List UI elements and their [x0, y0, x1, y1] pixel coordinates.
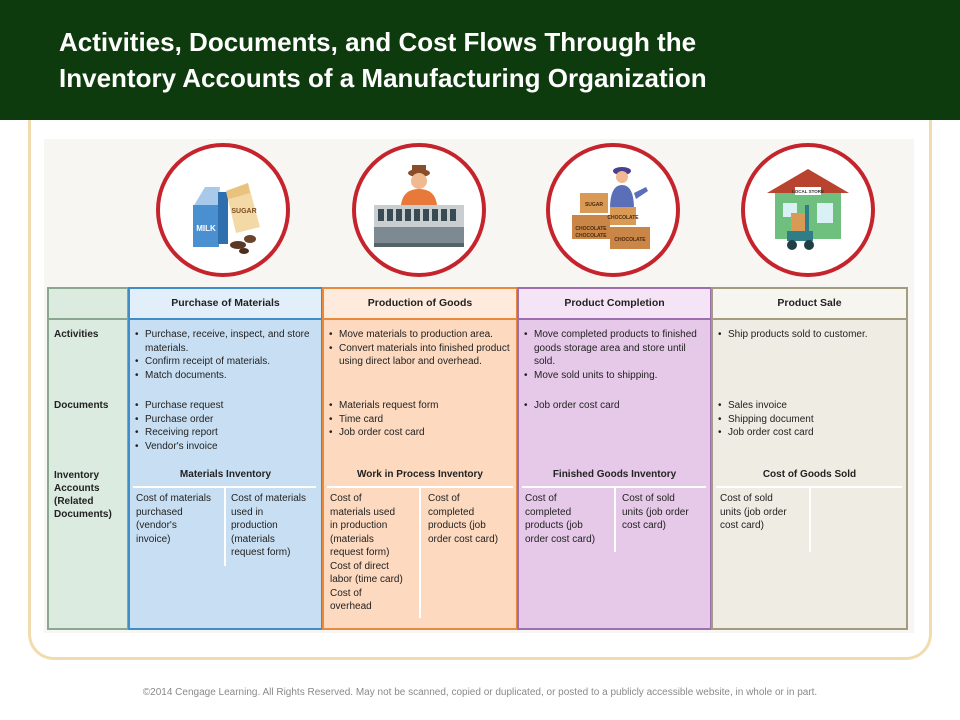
t-account-divider: [614, 486, 616, 552]
list-item: Move materials to production area.: [329, 328, 513, 342]
slide-frame: [28, 120, 932, 660]
stage-header-completion: Product Completion: [519, 289, 710, 320]
completion-activities-list: Move completed products to finished good…: [524, 328, 706, 382]
box-label-chocolate-4: CHOCOLATE: [575, 233, 607, 239]
work-in-process-credit: Cost of completed products (job order co…: [428, 493, 499, 545]
box-label-chocolate-3: CHOCOLATE: [614, 237, 646, 243]
materials-inventory-debit: Cost of materials purchased (vendor's in…: [136, 493, 212, 545]
list-item: Shipping document: [718, 413, 902, 427]
list-item: Job order cost card: [718, 426, 902, 440]
list-item: Match documents.: [135, 369, 317, 383]
work-in-process-account: Work in Process Inventory: [357, 469, 483, 480]
materials-inventory-credit: Cost of materials used in production (ma…: [231, 493, 307, 558]
list-item: Materials request form: [329, 399, 513, 413]
stage-header-purchase: Purchase of Materials: [130, 289, 321, 320]
stage-header-sale: Product Sale: [713, 289, 906, 320]
stage-header-production: Production of Goods: [324, 289, 516, 320]
work-in-process-debit: Cost of materials used in production (ma…: [330, 493, 403, 612]
list-item: Convert materials into finished product …: [329, 342, 513, 369]
list-item: Receiving report: [135, 426, 317, 440]
title-bar: Activities, Documents, and Cost Flows Th…: [0, 0, 960, 120]
title-line-1: Activities, Documents, and Cost Flows Th…: [59, 27, 697, 57]
cost-of-goods-sold-account: Cost of Goods Sold: [762, 469, 857, 480]
stage-column-sale: Product Sale: [711, 287, 908, 630]
list-item: Job order cost card: [524, 399, 706, 413]
finished-goods-account: Finished Goods Inventory: [552, 469, 677, 480]
t-account-divider: [809, 486, 811, 552]
list-item: Time card: [329, 413, 513, 427]
store-forklift-icon: LOCAL STORE: [741, 143, 875, 277]
sale-activities-list: Ship products sold to customer.: [718, 328, 902, 342]
title-line-2: Inventory Accounts of a Manufacturing Or…: [59, 63, 707, 93]
finished-goods-debit: Cost of completed products (job order co…: [525, 493, 596, 545]
milk-label: MILK: [196, 224, 216, 233]
inventory-row-label: Inventory Accounts (Related Documents): [54, 470, 112, 520]
materials-milk-sugar-icon: MILK SUGAR: [156, 143, 290, 277]
store-sign: LOCAL STORE: [792, 189, 824, 194]
list-item: Move completed products to finished good…: [524, 328, 706, 369]
list-item: Purchase request: [135, 399, 317, 413]
list-item: Job order cost card: [329, 426, 513, 440]
cost-of-goods-sold-debit: Cost of sold units (job order cost card): [720, 493, 787, 531]
activities-row-label: Activities: [54, 329, 99, 340]
list-item: Purchase, receive, inspect, and store ma…: [135, 328, 317, 355]
production-activities-list: Move materials to production area. Conve…: [329, 328, 513, 369]
sugar-label: SUGAR: [231, 208, 256, 215]
copyright-notice: ©2014 Cengage Learning. All Rights Reser…: [142, 687, 818, 698]
list-item: Confirm receipt of materials.: [135, 355, 317, 369]
t-account-divider: [419, 486, 421, 618]
finished-goods-credit: Cost of sold units (job order cost card): [622, 493, 689, 531]
list-item: Move sold units to shipping.: [524, 369, 706, 383]
materials-inventory-account: Materials Inventory: [179, 469, 272, 480]
slide-title: Activities, Documents, and Cost Flows Th…: [59, 24, 707, 96]
completion-documents-list: Job order cost card: [524, 399, 706, 413]
list-item: Vendor's invoice: [135, 440, 317, 454]
purchase-documents-list: Purchase request Purchase order Receivin…: [135, 399, 317, 453]
purchase-activities-list: Purchase, receive, inspect, and store ma…: [135, 328, 317, 382]
box-label-chocolate-2: CHOCOLATE: [575, 226, 607, 232]
box-label-sugar: SUGAR: [585, 202, 603, 208]
row-label-header: [49, 289, 127, 320]
list-item: Purchase order: [135, 413, 317, 427]
list-item: Sales invoice: [718, 399, 902, 413]
box-label-chocolate-1: CHOCOLATE: [607, 215, 639, 221]
finished-goods-boxes-icon: SUGAR CHOCOLATE CHOCOLATE CHOCOLATE CHOC…: [546, 143, 680, 277]
documents-row-label: Documents: [54, 400, 109, 411]
production-documents-list: Materials request form Time card Job ord…: [329, 399, 513, 440]
sale-documents-list: Sales invoice Shipping document Job orde…: [718, 399, 902, 440]
t-account-divider: [224, 486, 226, 566]
production-worker-conveyor-icon: [352, 143, 486, 277]
list-item: Ship products sold to customer.: [718, 328, 902, 342]
